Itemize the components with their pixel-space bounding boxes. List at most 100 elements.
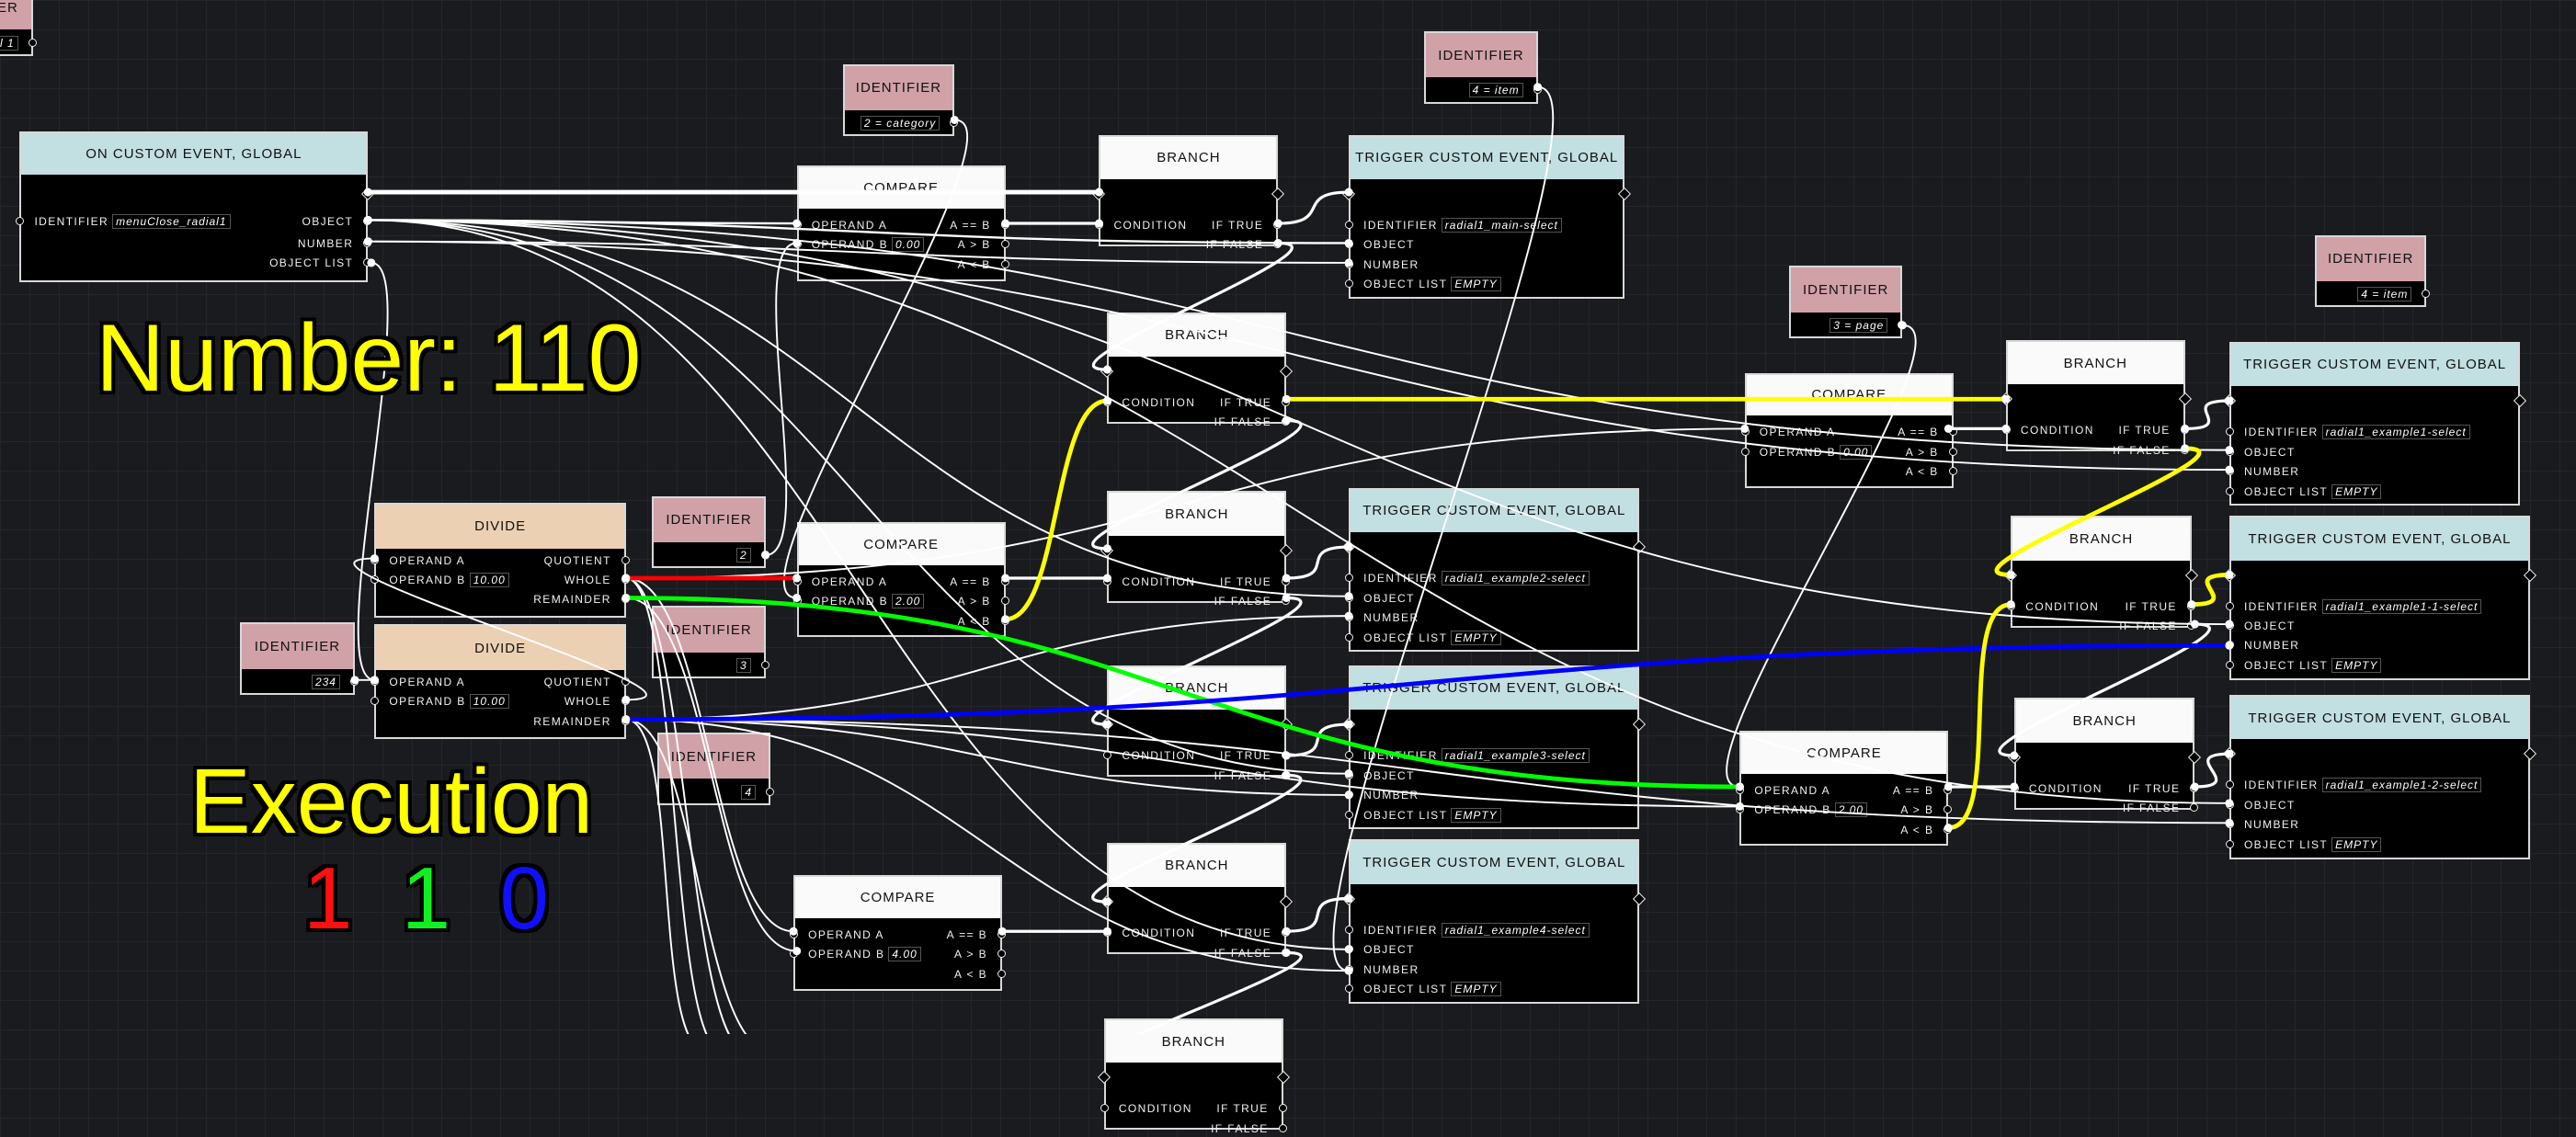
output-port[interactable] [363, 217, 372, 226]
input-port[interactable] [1345, 221, 1354, 230]
output-port[interactable] [621, 716, 630, 725]
output-port[interactable] [1282, 751, 1291, 760]
output-port[interactable] [1000, 240, 1009, 249]
value-field[interactable]: radial1_example1-2-select [2321, 778, 2482, 793]
input-port[interactable] [2225, 427, 2234, 437]
exec-out-port[interactable] [1276, 1071, 1290, 1085]
exec-in-port[interactable] [2222, 568, 2237, 582]
input-port[interactable] [370, 555, 380, 564]
value-field[interactable]: 2.00 [891, 594, 925, 609]
output-port[interactable] [950, 119, 959, 128]
input-port[interactable] [370, 575, 380, 584]
output-port[interactable] [1282, 398, 1291, 406]
input-port[interactable] [2225, 486, 2234, 495]
exec-out-port[interactable] [1271, 187, 1285, 201]
exec-in-port[interactable] [1100, 543, 1114, 557]
input-port[interactable] [1345, 613, 1354, 622]
input-port[interactable] [2225, 839, 2234, 848]
input-port[interactable] [1345, 945, 1354, 954]
exec-out-port[interactable] [2523, 568, 2537, 582]
input-port[interactable] [2225, 601, 2234, 610]
empty-field[interactable]: EMPTY [1451, 630, 1501, 645]
empty-field[interactable]: EMPTY [1451, 277, 1501, 292]
input-port[interactable] [1740, 427, 1750, 437]
exec-in-port[interactable] [1342, 892, 1356, 905]
output-port[interactable] [1948, 467, 1957, 476]
empty-field[interactable]: EMPTY [2331, 836, 2382, 852]
exec-in-port[interactable] [1100, 364, 1114, 379]
input-port[interactable] [1345, 279, 1354, 289]
output-port[interactable] [621, 575, 630, 584]
input-port[interactable] [1103, 576, 1112, 586]
output-port[interactable] [760, 660, 769, 669]
exec-out-port[interactable] [1633, 718, 1647, 732]
exec-in-port[interactable] [2222, 747, 2237, 761]
output-port[interactable] [1533, 85, 1542, 95]
output-port[interactable] [1282, 597, 1291, 606]
output-port[interactable] [1943, 785, 1953, 794]
exec-out-port[interactable] [1633, 540, 1647, 554]
input-port[interactable] [2001, 426, 2011, 435]
input-port[interactable] [2225, 641, 2234, 650]
exec-out-port[interactable] [1280, 364, 1294, 379]
empty-field[interactable]: EMPTY [1451, 807, 1501, 823]
input-port[interactable] [1103, 751, 1112, 760]
output-port[interactable] [1000, 221, 1009, 230]
empty-field[interactable]: EMPTY [2331, 657, 2382, 673]
input-port[interactable] [2007, 601, 2016, 610]
output-port[interactable] [2180, 445, 2189, 454]
output-port[interactable] [621, 555, 630, 564]
output-port[interactable] [621, 697, 630, 706]
output-port[interactable] [997, 969, 1007, 978]
value-field[interactable]: radial1_example2-select [1441, 571, 1590, 586]
output-port[interactable] [621, 595, 630, 604]
input-port[interactable] [1345, 770, 1354, 779]
exec-out-port[interactable] [1280, 718, 1294, 732]
output-port[interactable] [1000, 597, 1009, 606]
input-port[interactable] [792, 240, 802, 249]
output-port[interactable] [1948, 427, 1957, 437]
exec-in-port[interactable] [1100, 718, 1114, 732]
exec-out-port[interactable] [1618, 187, 1632, 201]
exec-out-port[interactable] [1280, 895, 1294, 909]
exec-out-port[interactable] [1633, 892, 1647, 905]
input-port[interactable] [2225, 660, 2234, 669]
input-port[interactable] [790, 949, 799, 959]
identifier-value-field[interactable]: 3 = page [1829, 318, 1888, 334]
output-port[interactable] [1273, 221, 1282, 230]
identifier-node[interactable]: IDENTIFIERl 1 [0, 0, 37, 56]
exec-out-port[interactable] [2513, 394, 2527, 408]
value-field[interactable]: radial1_example1-1-select [2321, 598, 2482, 614]
input-port[interactable] [1345, 632, 1354, 642]
input-port[interactable] [1345, 790, 1354, 800]
output-port[interactable] [1282, 948, 1291, 957]
output-port[interactable] [1282, 928, 1291, 938]
input-port[interactable] [1345, 751, 1354, 760]
output-port[interactable] [766, 787, 775, 796]
output-port[interactable] [1282, 417, 1291, 426]
value-field[interactable]: 10.00 [469, 573, 509, 587]
input-port[interactable] [1345, 925, 1354, 934]
identifier-value-field[interactable]: 2 [736, 548, 751, 563]
identifier-value-field[interactable]: 4 = item [1468, 83, 1523, 98]
value-field[interactable]: radial1_main-select [1441, 218, 1562, 233]
output-port[interactable] [1273, 240, 1282, 249]
